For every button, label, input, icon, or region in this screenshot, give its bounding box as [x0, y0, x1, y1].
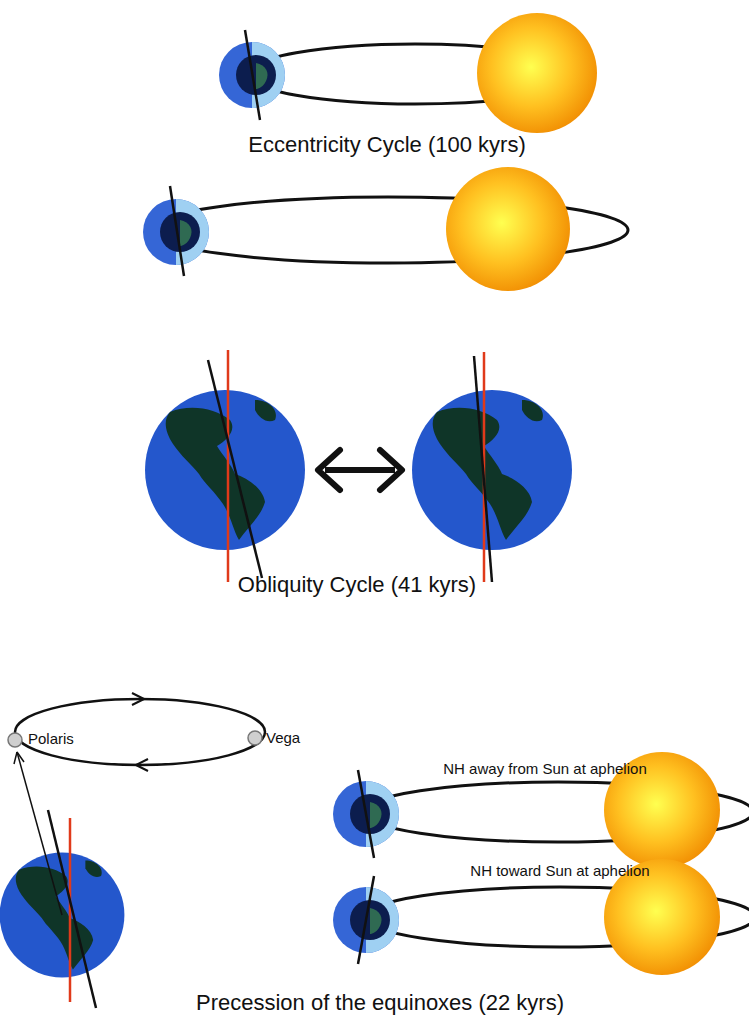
orbit-label: NH away from Sun at aphelion	[443, 760, 646, 778]
star-label: Vega	[266, 729, 300, 747]
cycle-caption: Obliquity Cycle (41 kyrs)	[238, 572, 476, 598]
orbit-label: NH toward Sun at aphelion	[470, 862, 649, 880]
star-label: Polaris	[28, 730, 74, 748]
cycle-caption: Eccentricity Cycle (100 kyrs)	[248, 132, 526, 158]
cycle-caption: Precession of the equinoxes (22 kyrs)	[196, 990, 564, 1016]
